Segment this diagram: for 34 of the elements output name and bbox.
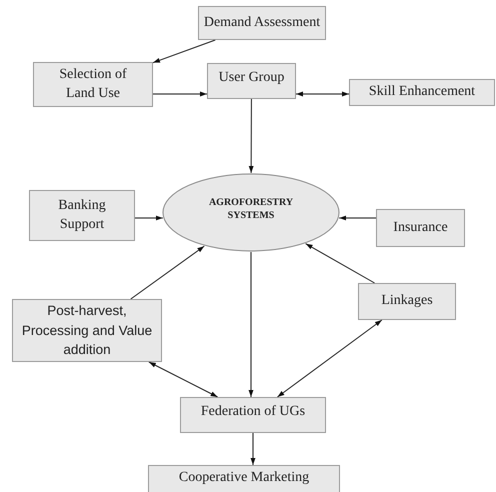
node-label: Selection of Land Use <box>58 66 128 102</box>
arrow <box>248 98 254 174</box>
arrow <box>130 246 205 300</box>
arrow <box>250 432 256 466</box>
process-box <box>358 283 456 320</box>
ellipse-node <box>162 173 340 252</box>
process-box <box>207 63 296 99</box>
node-label: User Group <box>218 68 284 87</box>
arrow <box>148 362 218 398</box>
arrow <box>248 252 254 398</box>
arrow <box>305 243 376 284</box>
arrow <box>152 92 208 96</box>
node-label: AGROFORESTRY SYSTEMS <box>208 196 294 222</box>
node-label: Cooperative Marketing <box>178 468 310 487</box>
node-label: Post-harvest, Processing and Value addition <box>20 302 154 360</box>
arrow <box>338 216 376 220</box>
node-label: Linkages <box>381 292 433 310</box>
process-box <box>349 79 495 106</box>
arrow <box>152 40 216 64</box>
process-box <box>180 397 326 433</box>
process-box <box>198 6 326 40</box>
node-label: Federation of UGs <box>200 402 306 421</box>
process-box <box>376 209 465 247</box>
process-box <box>29 190 135 241</box>
node-label: Insurance <box>393 218 448 237</box>
node-label: Skill Enhancement <box>368 83 476 102</box>
process-box <box>12 299 162 362</box>
node-label: Banking Support <box>57 197 107 234</box>
arrow <box>276 320 382 398</box>
arrow <box>134 216 164 220</box>
process-box <box>148 465 340 492</box>
arrow <box>296 92 350 96</box>
process-box <box>33 62 153 107</box>
node-label: Demand Assessment <box>204 14 320 32</box>
